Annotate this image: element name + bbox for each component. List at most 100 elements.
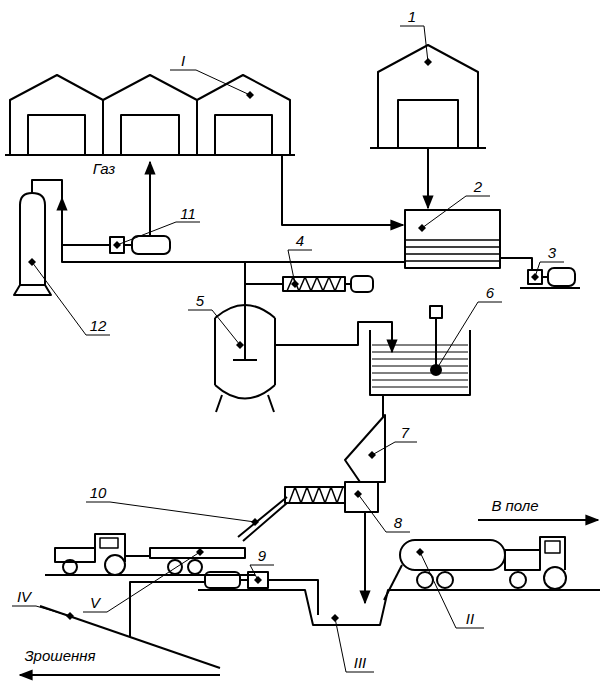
callout-number: 5: [196, 293, 204, 308]
greenhouses-part: [10, 75, 290, 155]
flow-pipes-part: [149, 162, 151, 236]
pump-unit-part: [528, 270, 542, 284]
callout-dots: [28, 58, 539, 622]
screw-feeder: [283, 276, 373, 292]
flow-pipes-part: [275, 322, 392, 352]
tractor-trailer-part: [55, 548, 95, 562]
callout-number: 8: [394, 515, 402, 530]
irrigation-pump-part: [240, 579, 248, 581]
flow-pipes-part: [500, 258, 532, 270]
screw-press-part: [345, 482, 378, 512]
gasholder-part: [20, 193, 45, 285]
callout-number: 6: [486, 285, 494, 300]
flow-pipes: [20, 148, 598, 675]
flow-pipes-part: [478, 519, 598, 521]
leader-lines: [12, 26, 564, 672]
callout-dots-part: [254, 576, 262, 584]
callout-number: 12: [90, 318, 107, 333]
gasholder-part: [14, 285, 51, 295]
leader-lines-part: [535, 262, 564, 277]
callout-number: 2: [474, 179, 482, 194]
leader-lines-part: [117, 222, 200, 245]
tractor-trailer-part: [168, 560, 182, 574]
screw-feeder-part: [287, 277, 341, 291]
flow-pipes-part: [61, 198, 63, 222]
tractor-trailer-part: [150, 548, 245, 558]
reactor-part: [216, 395, 274, 412]
leader-lines-part: [250, 565, 274, 580]
tractor-trailer-part: [63, 560, 77, 574]
callout-dots-part: [291, 280, 299, 288]
leader-lines-part: [358, 494, 410, 532]
greenhouses-part: [5, 154, 295, 156]
barn: [370, 45, 486, 148]
flow-label: В поле: [491, 498, 538, 513]
compressor: [110, 236, 170, 254]
mixing-tank-part: [435, 318, 437, 365]
leader-lines-part: [288, 250, 312, 284]
reactor-part: [233, 305, 257, 360]
separator: [345, 415, 385, 482]
greenhouses-part: [28, 115, 272, 155]
separator-part: [345, 415, 385, 482]
tanker-part: [540, 537, 565, 570]
barn-part: [378, 45, 478, 148]
leader-lines-part: [32, 262, 110, 335]
tanker-part: [544, 567, 566, 589]
leader-lines-part: [170, 70, 250, 95]
tractor-trailer-part: [105, 555, 125, 575]
reactor-part: [215, 385, 275, 399]
leader-lines-part: [335, 618, 374, 672]
flow-pipes-part: [32, 180, 405, 262]
greenhouses-part: [103, 100, 197, 155]
callout-dots-part: [424, 58, 432, 66]
leader-lines-part: [86, 502, 255, 522]
callout-dots-part: [416, 548, 424, 556]
barn-part: [398, 100, 458, 148]
irrigation-pump-part: [205, 572, 240, 588]
callout-number: 7: [401, 425, 409, 440]
leader-lines-part: [83, 552, 200, 612]
tractor-trailer-part: [100, 538, 118, 548]
callout-dots-part: [28, 258, 36, 266]
leader-lines-part: [436, 302, 502, 370]
tanker-part: [437, 572, 453, 588]
callout-dots-part: [251, 518, 259, 526]
irrigation-pump: [198, 572, 600, 625]
reactor: [215, 305, 275, 412]
screw-press-part: [285, 487, 345, 503]
leader-lines-part: [400, 26, 428, 62]
screw-press-part: [238, 497, 287, 541]
callout-dots-part: [66, 612, 74, 620]
tanker-part: [505, 550, 540, 570]
scheme-drawing: [5, 26, 600, 675]
callout-number: I: [181, 53, 185, 68]
flow-pipes-part: [364, 512, 366, 603]
callout-number: 9: [258, 548, 266, 563]
flow-label: Зрошення: [24, 648, 95, 663]
greenhouses: [5, 75, 295, 155]
callout-number: II: [466, 611, 474, 626]
callout-number: 11: [180, 206, 196, 221]
screw-feeder-part: [283, 277, 345, 291]
flow-label: Газ: [93, 161, 116, 176]
callout-dots-part: [196, 548, 204, 556]
tanker-part: [400, 540, 505, 570]
tractor-trailer-part: [125, 555, 150, 557]
callout-number: 10: [90, 485, 107, 500]
digester-tank-part: [405, 240, 500, 261]
callout-dots-part: [246, 91, 254, 99]
callout-number: IV: [17, 589, 31, 604]
callout-number: 3: [548, 245, 556, 260]
leader-lines-part: [372, 442, 417, 455]
compressor-part: [110, 237, 124, 253]
compressor-part: [132, 236, 170, 254]
callout-dots-part: [418, 224, 426, 232]
flow-pipes-part: [62, 244, 110, 246]
callout-number: III: [354, 655, 367, 670]
flow-pipes-part: [245, 283, 283, 285]
callout-dots-part: [354, 490, 362, 498]
callout-number: V: [90, 595, 100, 610]
leader-lines-part: [422, 196, 490, 228]
